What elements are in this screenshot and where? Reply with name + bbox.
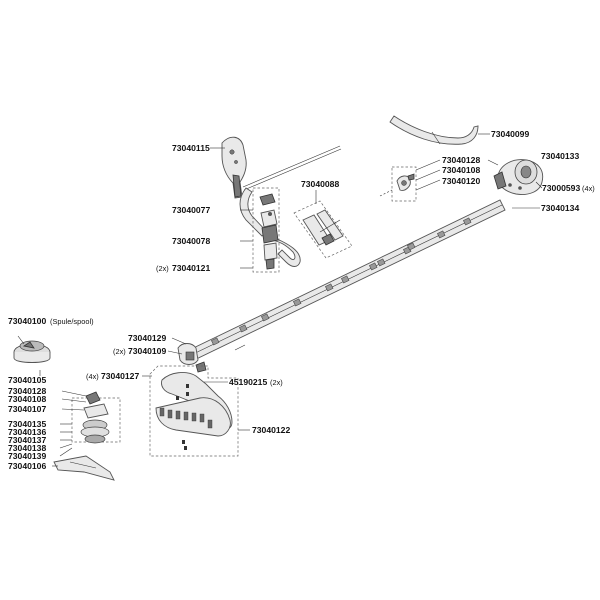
label-73040137: 73040137 xyxy=(8,435,46,445)
shaft-coupler xyxy=(177,343,207,373)
label-73040109: 73040109 xyxy=(128,346,166,356)
drive-shaft-tube xyxy=(182,199,506,364)
label-73040115: 73040115 xyxy=(172,143,210,153)
gear-clamp-kit xyxy=(379,166,417,202)
label-73040099: 73040099 xyxy=(491,129,529,139)
label-73040138: 73040138 xyxy=(8,443,46,453)
guard-shield-top xyxy=(389,115,479,145)
label-73040078: 73040078 xyxy=(172,236,210,246)
throttle-cable xyxy=(242,145,342,191)
gear-head xyxy=(493,159,544,195)
label-73040133: 73040133 xyxy=(541,151,579,161)
label-73040108-top: 73040108 xyxy=(442,165,480,175)
label-73040134: 73040134 xyxy=(541,203,579,213)
cutting-blade xyxy=(53,455,115,481)
label-73040105: 73040105 xyxy=(8,375,46,385)
spool xyxy=(13,335,51,363)
qty-73000593: (4x) xyxy=(582,184,595,193)
qty-73040109: (2x) xyxy=(113,347,126,356)
throttle-handle xyxy=(221,136,247,199)
label-73040139: 73040139 xyxy=(8,451,46,461)
label-45190215: 45190215 xyxy=(229,377,267,387)
trimmer-head-stack xyxy=(71,391,121,444)
housing-assembly xyxy=(149,365,239,457)
label-73040120: 73040120 xyxy=(442,176,480,186)
label-73040135: 73040135 xyxy=(8,419,46,429)
label-73040121: 73040121 xyxy=(172,263,210,273)
part-labels: 73040115 73040099 73040128 73040133 7304… xyxy=(8,129,595,471)
label-73040136: 73040136 xyxy=(8,427,46,437)
label-73040128-top: 73040128 xyxy=(442,155,480,165)
label-73040088: 73040088 xyxy=(301,179,339,189)
label-73040129: 73040129 xyxy=(128,333,166,343)
label-73040077: 73040077 xyxy=(172,205,210,215)
label-73040122: 73040122 xyxy=(252,425,290,435)
qty-73040121: (2x) xyxy=(156,264,169,273)
note-73040100: (Spule/spool) xyxy=(50,317,94,326)
label-73040108-bottom: 73040108 xyxy=(8,394,46,404)
leader-lines xyxy=(39,133,543,467)
label-73040100: 73040100 xyxy=(8,316,46,326)
qty-45190215: (2x) xyxy=(270,378,283,387)
cable-parts-kit xyxy=(293,200,353,259)
qty-73040127: (4x) xyxy=(86,372,99,381)
handle-clamp-assembly xyxy=(252,187,280,273)
label-73040106: 73040106 xyxy=(8,461,46,471)
label-73040107: 73040107 xyxy=(8,404,46,414)
label-73000593: 73000593 xyxy=(542,183,580,193)
label-73040128-bottom: 73040128 xyxy=(8,386,46,396)
label-73040127: 73040127 xyxy=(101,371,139,381)
